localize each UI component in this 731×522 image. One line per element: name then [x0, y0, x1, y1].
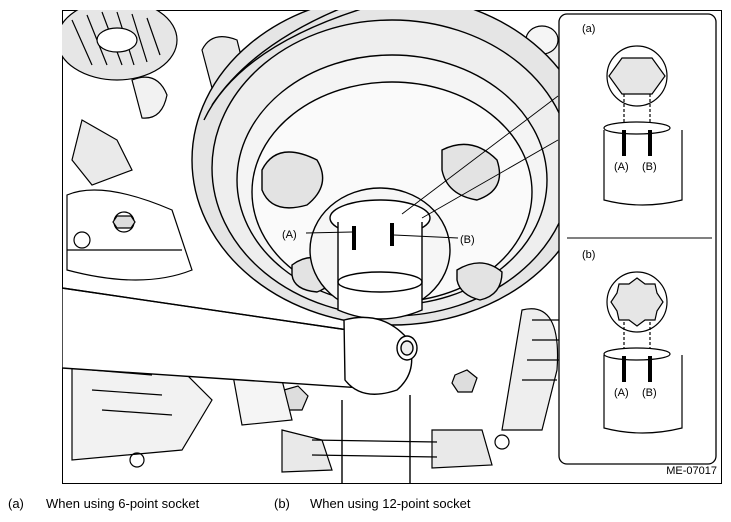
figure-code: ME-07017 [666, 465, 717, 477]
engine-pulley-illustration: (A) (B) (a) (A) (B) (b) [62, 10, 722, 484]
alternator-fan [62, 10, 178, 81]
inset-tag-a: (a) [582, 23, 595, 35]
caption-a-text: When using 6-point socket [46, 496, 200, 511]
callout-a: (A) [282, 229, 297, 241]
inset-tag-b: (b) [582, 249, 595, 261]
detail-inset: (a) (A) (B) (b) (A) (B) [558, 13, 717, 465]
caption-b-text: When using 12-point socket [310, 496, 471, 511]
inset-a-label-a: (A) [614, 161, 629, 173]
caption-a-key: (a) [8, 496, 24, 511]
twelve-point-socket-icon [603, 271, 683, 434]
socket-and-bar [62, 187, 451, 484]
caption-b-key: (b) [274, 496, 290, 511]
inset-b-label-a: (A) [614, 387, 629, 399]
inset-a-label-b: (B) [642, 161, 657, 173]
callout-lines [305, 95, 559, 239]
hex-socket-icon [603, 45, 683, 206]
engine-background [62, 10, 563, 473]
callout-b: (B) [460, 234, 475, 246]
inset-b-label-b: (B) [642, 387, 657, 399]
